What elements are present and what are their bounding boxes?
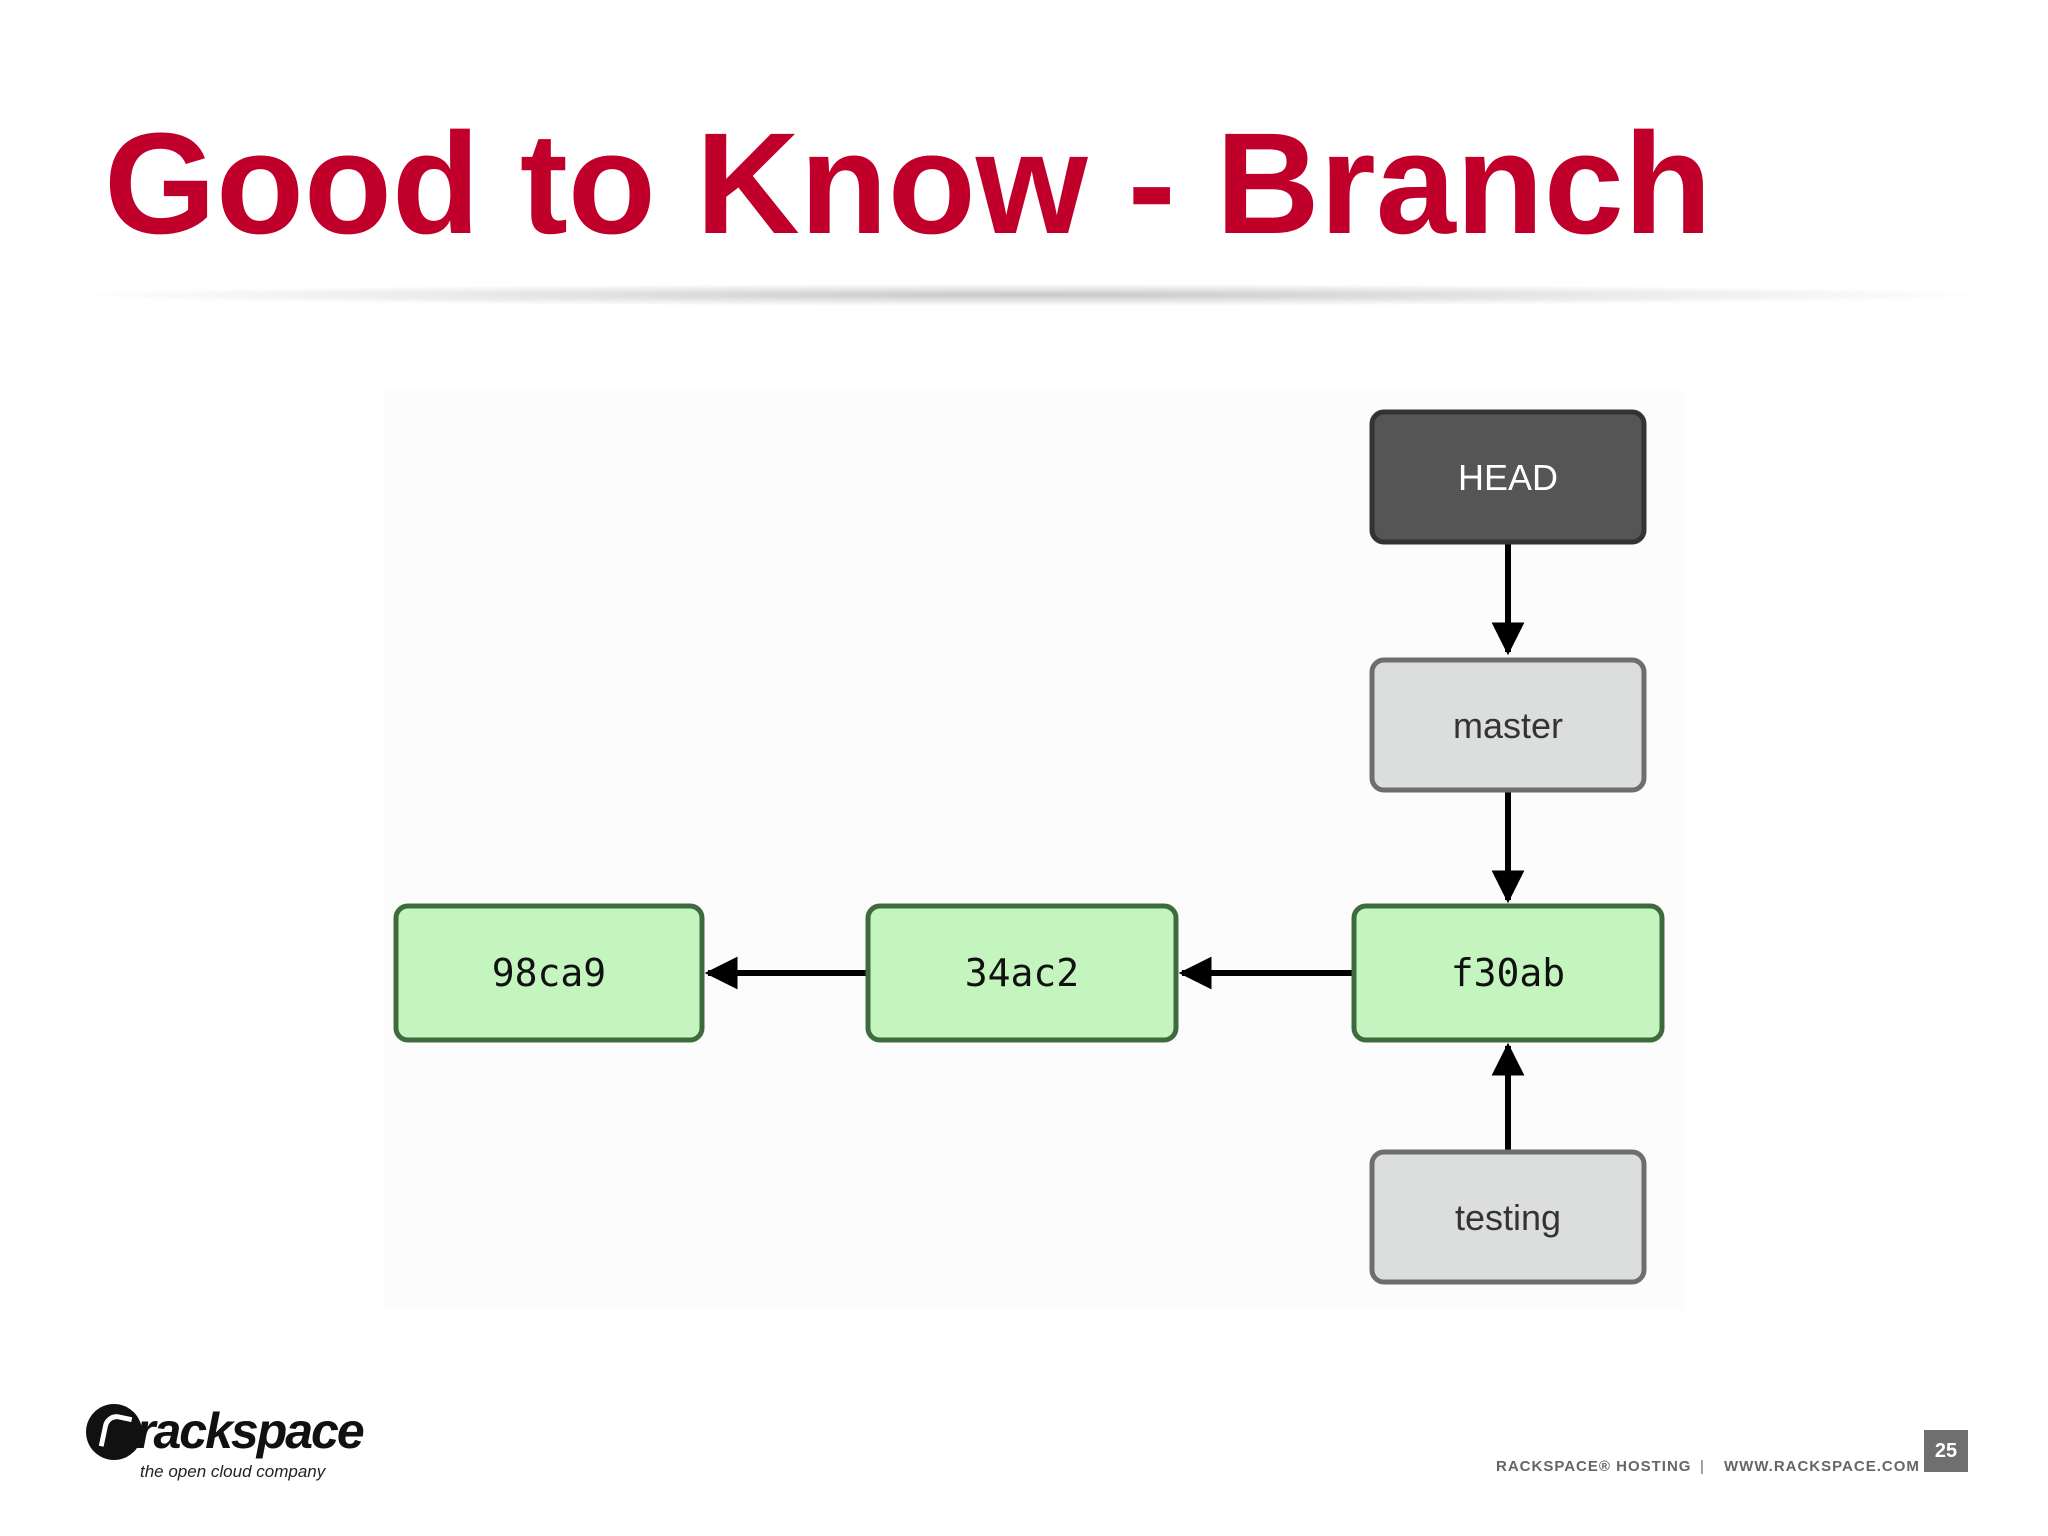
logo-wordmark: rackspace (136, 1403, 365, 1459)
title-divider (80, 284, 1980, 306)
commit-34ac2: 34ac2 (865, 903, 1179, 1043)
commit-f30ab: f30ab (1351, 903, 1665, 1043)
commit-98ca9: 98ca9 (393, 903, 705, 1043)
testing-label: testing (1455, 1197, 1561, 1238)
commit-label: 98ca9 (492, 951, 606, 995)
logo-tagline: the open cloud company (140, 1462, 326, 1481)
slide-title: Good to Know - Branch (104, 103, 1712, 264)
testing-branch: testing (1369, 1149, 1647, 1285)
commit-label: 34ac2 (965, 951, 1079, 995)
footer-separator: | (1700, 1458, 1705, 1475)
rackspace-logo: rackspace the open cloud company (86, 1403, 365, 1484)
footer-url: WWW.RACKSPACE.COM (1724, 1458, 1920, 1475)
page-number: 25 (1924, 1430, 1968, 1472)
master-label: master (1453, 705, 1563, 746)
commit-label: f30ab (1451, 951, 1565, 995)
head-pointer: HEAD (1369, 409, 1647, 545)
footer-hosting: RACKSPACE® HOSTING (1496, 1458, 1692, 1475)
master-branch: master (1369, 657, 1647, 793)
head-label: HEAD (1458, 457, 1558, 498)
rackspace-logo-icon (86, 1404, 142, 1460)
